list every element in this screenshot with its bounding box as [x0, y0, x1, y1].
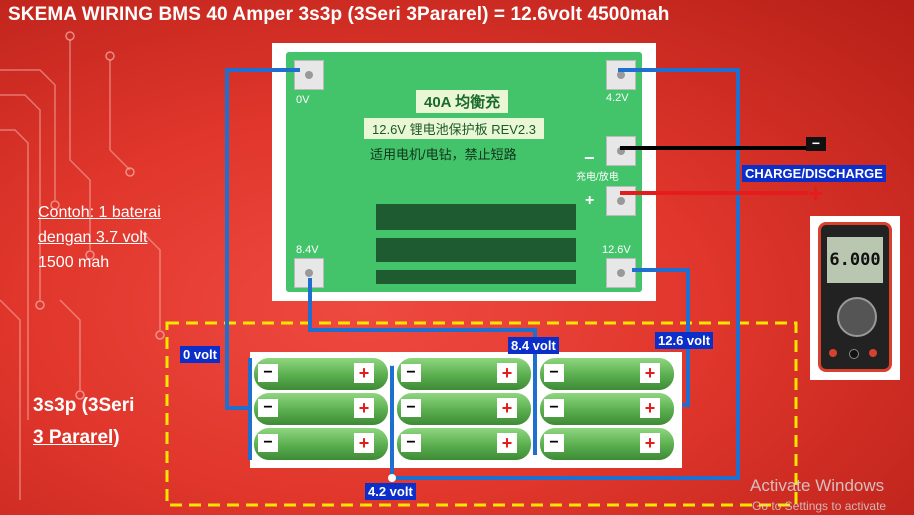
negative-terminal-symbol: −: [806, 136, 826, 151]
cell-negative-terminal: −: [258, 434, 278, 452]
board-component-strip-2: [376, 238, 576, 262]
pad-label-8-4v: 8.4V: [296, 244, 319, 256]
cell-negative-terminal: −: [544, 434, 564, 452]
multimeter-body: 6.000: [818, 222, 892, 372]
cell-negative-terminal: −: [401, 399, 421, 417]
voltage-label-0v: 0 volt: [180, 346, 220, 363]
pad-negative-symbol: −: [584, 148, 595, 168]
battery-cell: −+: [397, 428, 531, 460]
cell-positive-terminal: +: [640, 363, 660, 383]
multimeter-port-3: [869, 349, 877, 357]
charge-discharge-label: CHARGE/DISCHARGE: [742, 165, 886, 182]
pad-8-4v: [294, 258, 324, 288]
configuration-line-2: 3 Pararel): [33, 427, 120, 448]
battery-cell: −+: [254, 358, 388, 390]
board-warning-text: 适用电机/电钻，禁止短路: [370, 147, 517, 162]
example-note: Contoh: 1 baterai dengan 3.7 volt 1500 m…: [38, 200, 161, 275]
cell-positive-terminal: +: [640, 398, 660, 418]
battery-cell: −+: [254, 428, 388, 460]
pad-4-2v: [606, 60, 636, 90]
board-component-strip-3: [376, 270, 576, 284]
pad-negative: [606, 136, 636, 166]
board-component-strip-1: [376, 204, 576, 230]
board-spec-text: 12.6V 锂电池保护板 REV2.3: [364, 118, 544, 139]
bms-board: 0V 4.2V 8.4V 12.6V − + 充电/放电 40A 均衡充 12.…: [286, 52, 642, 292]
multimeter-port-1: [829, 349, 837, 357]
cell-positive-terminal: +: [354, 433, 374, 453]
cell-negative-terminal: −: [401, 364, 421, 382]
pad-label-0v: 0V: [296, 94, 310, 106]
pad-positive-symbol: +: [585, 192, 595, 209]
battery-cell: −+: [540, 358, 674, 390]
configuration-line-1: 3s3p (3Seri: [33, 395, 135, 416]
multimeter-image: 6.000: [810, 216, 900, 380]
cell-positive-terminal: +: [497, 398, 517, 418]
battery-cell: −+: [397, 358, 531, 390]
junction-4-2v-bottom: [388, 474, 396, 482]
example-line-2: dengan 3.7 volt: [38, 229, 148, 246]
battery-cell: −+: [397, 393, 531, 425]
diagram-title: SKEMA WIRING BMS 40 Amper 3s3p (3Seri 3P…: [8, 4, 670, 25]
cell-negative-terminal: −: [401, 434, 421, 452]
cell-negative-terminal: −: [258, 399, 278, 417]
pad-label-12-6v: 12.6V: [602, 244, 631, 256]
battery-cell: −+: [540, 393, 674, 425]
multimeter-port-2: [849, 349, 859, 359]
pad-0v: [294, 60, 324, 90]
multimeter-display: 6.000: [827, 237, 883, 283]
example-line-3: 1500 mah: [38, 254, 110, 271]
voltage-label-8-4v: 8.4 volt: [508, 337, 559, 354]
cell-negative-terminal: −: [258, 364, 278, 382]
cell-positive-terminal: +: [497, 363, 517, 383]
cell-positive-terminal: +: [354, 363, 374, 383]
charge-discharge-board-text: 充电/放电: [576, 172, 619, 183]
circuit-pattern-decoration: [0, 31, 165, 500]
battery-cell: −+: [540, 428, 674, 460]
battery-cell: −+: [254, 393, 388, 425]
voltage-label-12-6v: 12.6 volt: [655, 332, 714, 349]
cell-positive-terminal: +: [640, 433, 660, 453]
pad-positive: [606, 186, 636, 216]
multimeter-dial: [837, 297, 877, 337]
board-model-text: 40A 均衡充: [416, 90, 509, 113]
cell-positive-terminal: +: [497, 433, 517, 453]
pad-label-4-2v: 4.2V: [606, 92, 629, 104]
voltage-label-4-2v: 4.2 volt: [365, 483, 416, 500]
pad-12-6v: [606, 258, 636, 288]
example-line-1: Contoh: 1 baterai: [38, 204, 161, 221]
cell-negative-terminal: −: [544, 399, 564, 417]
configuration-note: 3s3p (3Seri 3 Pararel): [33, 390, 134, 454]
activate-windows-title: Activate Windows: [750, 476, 885, 495]
cell-positive-terminal: +: [354, 398, 374, 418]
positive-terminal-symbol: +: [808, 178, 824, 208]
activate-windows-subtitle: Go to Settings to activate: [752, 499, 887, 513]
cell-negative-terminal: −: [544, 364, 564, 382]
